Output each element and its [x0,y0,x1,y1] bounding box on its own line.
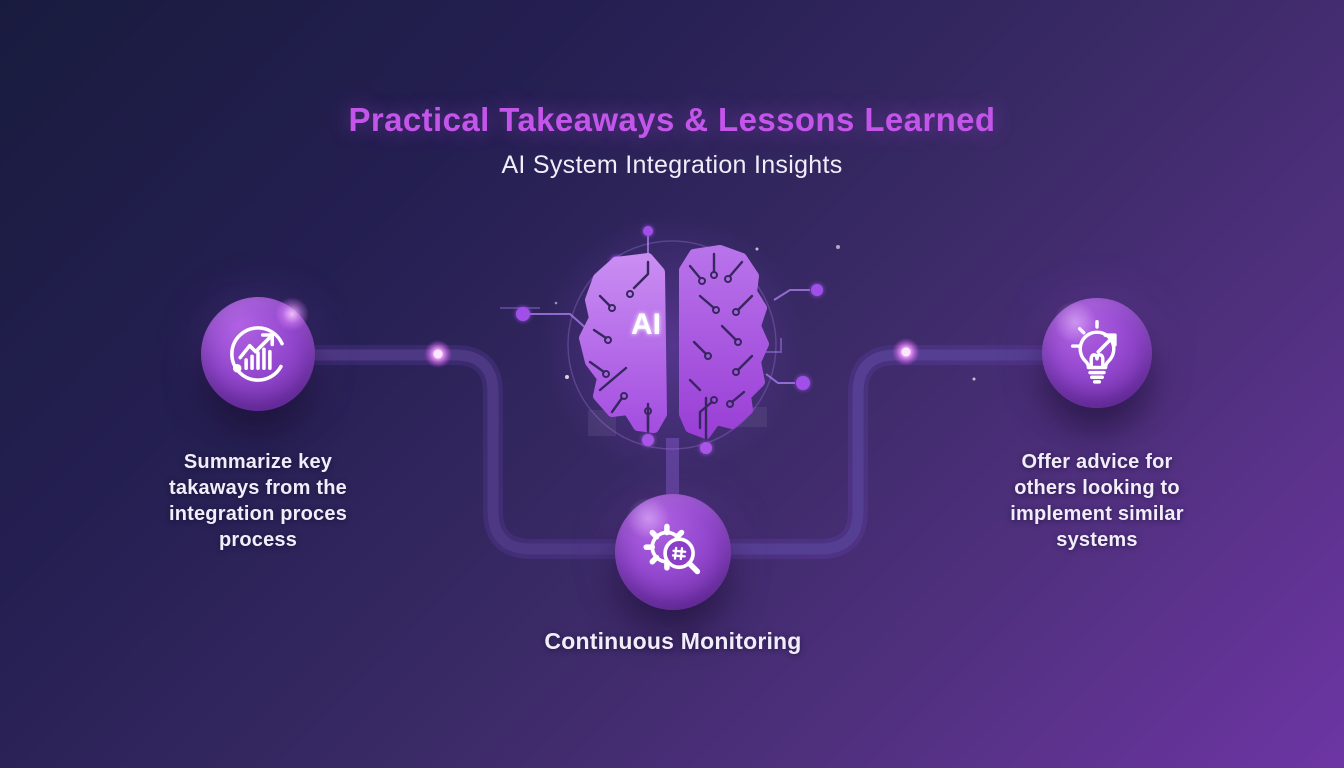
connector-left-core [294,349,678,555]
lightbulb-arrow-icon [1070,320,1117,384]
connector-right-core [666,349,1051,555]
page-title: Practical Takeaways & Lessons Learned [348,101,996,138]
brain-hanging-dots [642,434,712,454]
caption-line: systems [1056,529,1138,551]
node-caption-monitoring: Continuous Monitoring [493,628,853,654]
brain-circuit-traces [588,252,754,444]
ai-brain-circuit-icon: AI [579,245,769,454]
caption-line: others looking to [1014,477,1180,499]
caption-line: Summarize key [183,451,333,473]
brain-circuit-nodes [602,271,742,415]
ai-label: AI [631,308,661,341]
gear-magnifier-icon [643,523,701,575]
sparkle-dots [554,245,976,381]
connector-glow-dots [424,338,920,368]
caption-line: Offer advice for [1021,451,1173,473]
caption-line: takaways from the [169,477,347,499]
caption-line: implement similar [1010,503,1184,525]
trend-chart-icon [230,326,286,382]
node-offer-advice [1042,298,1152,408]
page-subtitle: AI System Integration Insights [501,151,843,179]
caption-line: Continuous Monitoring [544,628,802,654]
caption-line: process [218,529,298,551]
caption-line: integration proces [168,503,348,525]
brain-ring [567,240,777,450]
brain-right-hemisphere [679,245,769,439]
connector-lines [290,345,1055,559]
node-caption-summarize: Summarize key takaways from the integrat… [128,449,388,553]
node-caption-advice: Offer advice for others looking to imple… [967,449,1227,553]
node-continuous-monitoring [615,494,731,610]
node-summarize-takeaways [201,297,315,411]
